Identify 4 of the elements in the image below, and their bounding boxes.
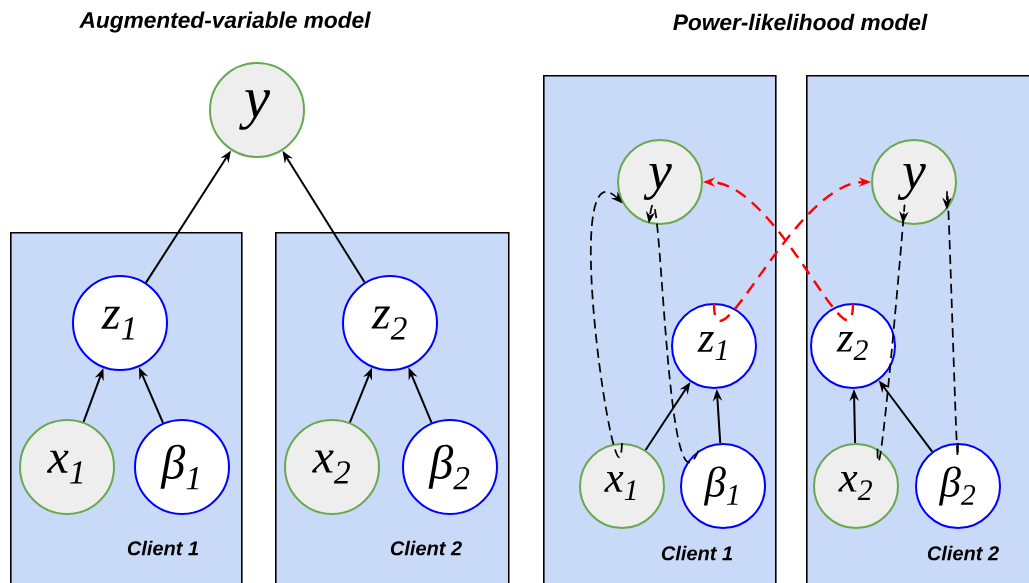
arrow	[589, 191, 623, 458]
panel-title: Power-likelihood model	[673, 13, 928, 31]
arrow	[876, 204, 909, 463]
panel-title: Augmented-variable model	[79, 11, 371, 33]
